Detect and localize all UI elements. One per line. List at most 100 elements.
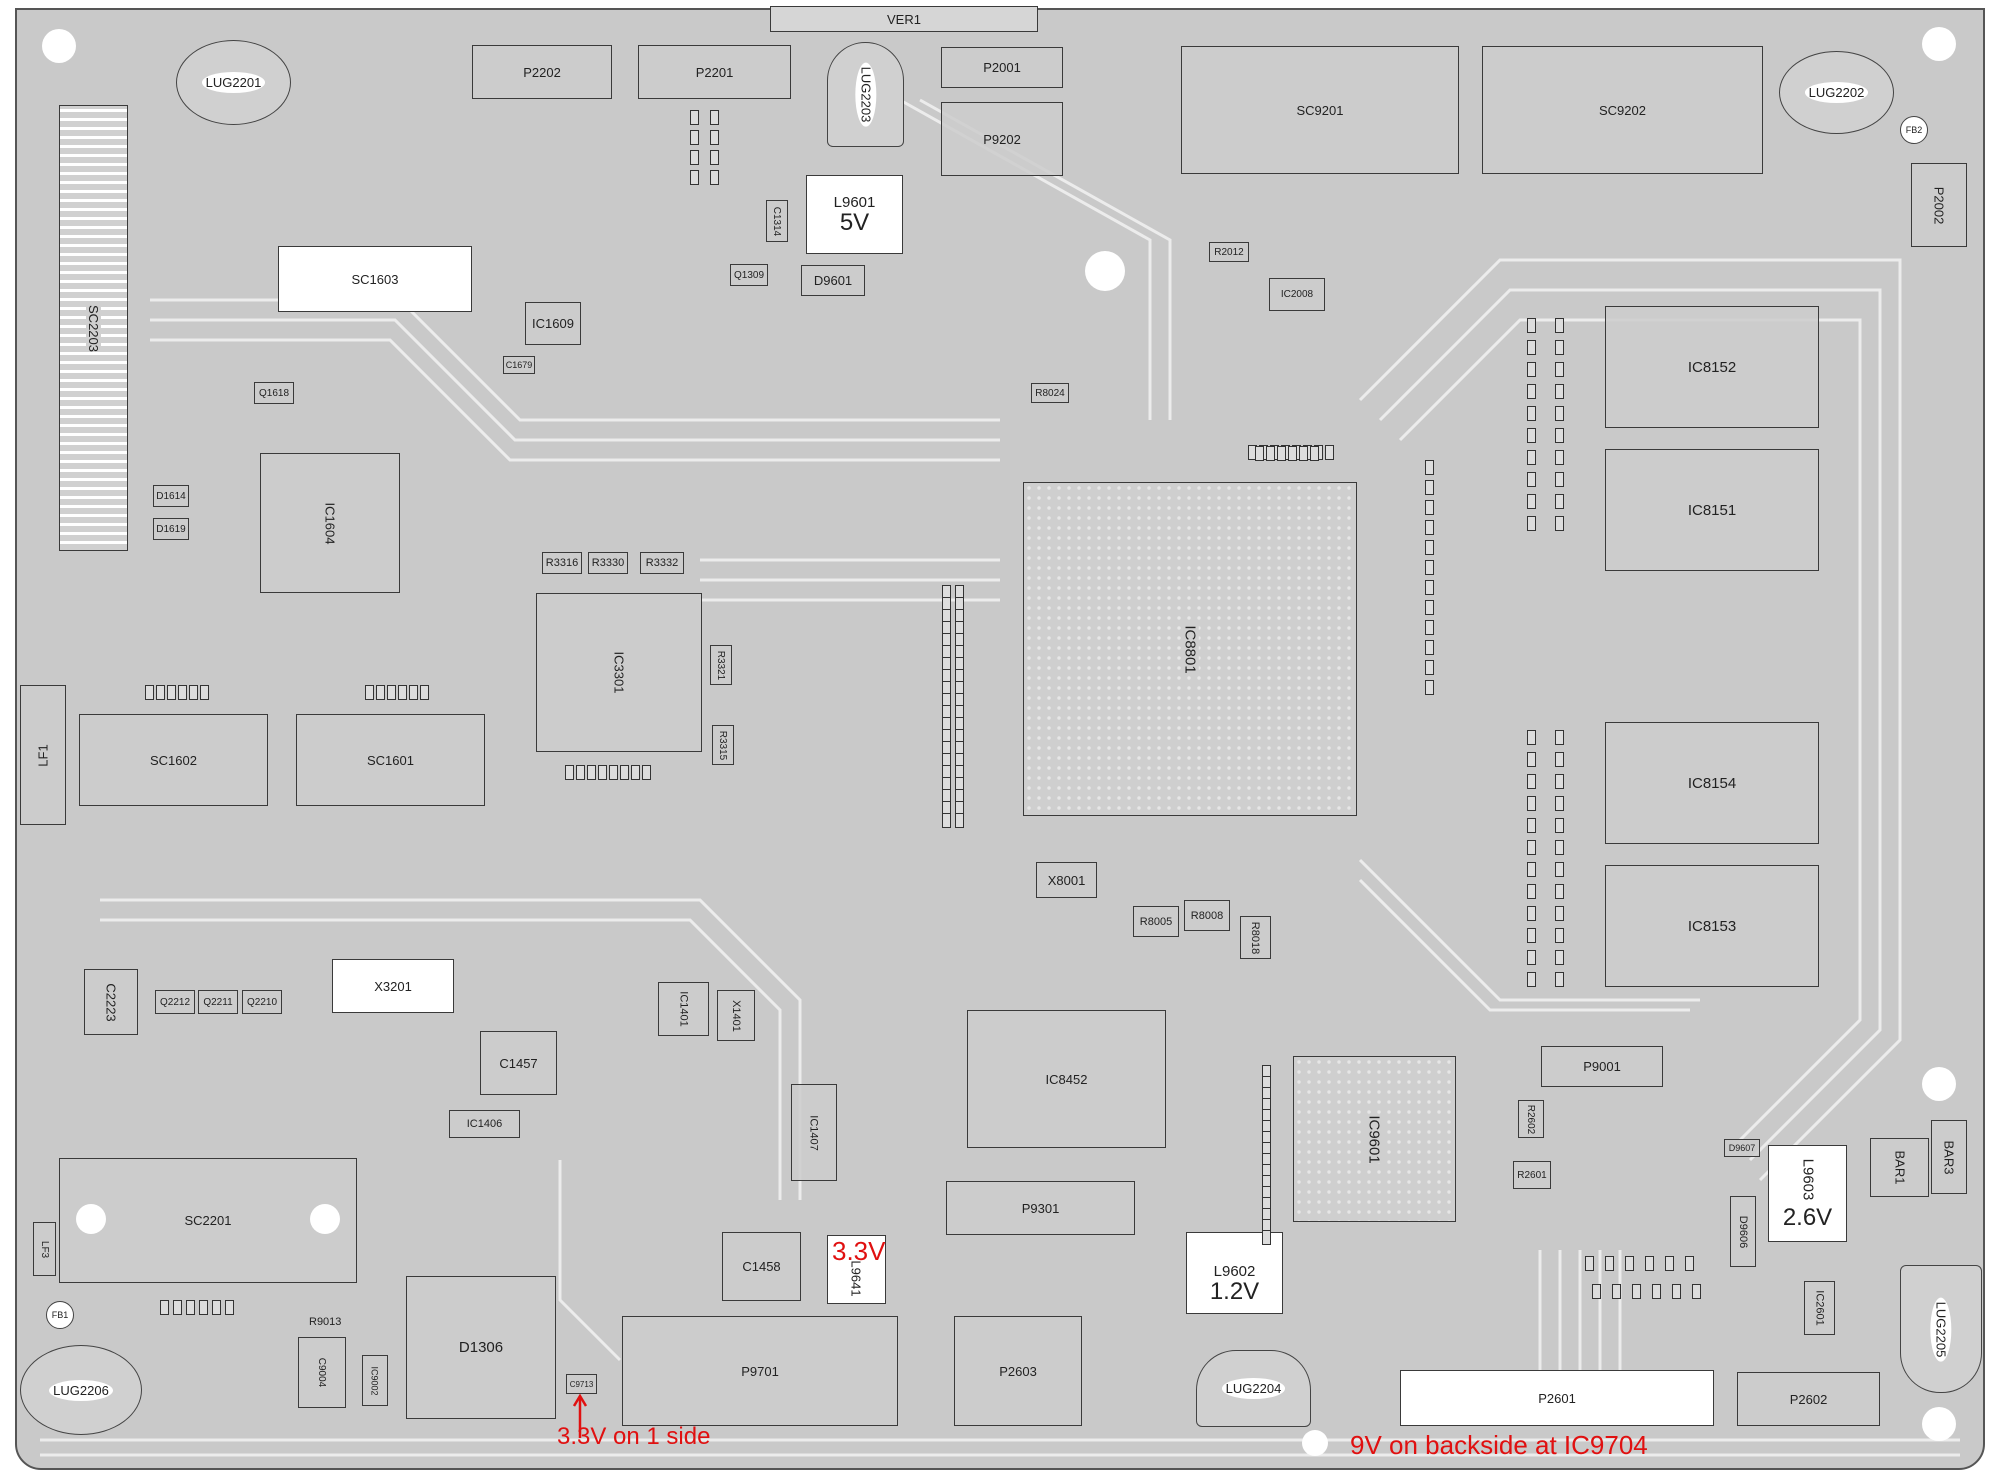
capacitor-c2223: C2223 bbox=[84, 969, 138, 1035]
component-label: IC2601 bbox=[1813, 1290, 1826, 1326]
component-label: IC9601 bbox=[1366, 1114, 1383, 1164]
mounting-hole bbox=[1085, 251, 1125, 291]
smd-part bbox=[1325, 445, 1334, 460]
smd-part bbox=[1527, 752, 1536, 767]
smd-part bbox=[1425, 680, 1434, 695]
smd-part bbox=[1645, 1256, 1654, 1271]
component-label: P9202 bbox=[983, 131, 1021, 147]
smd-part bbox=[1555, 472, 1564, 487]
lug2204: LUG2204 bbox=[1196, 1350, 1311, 1427]
smd-part bbox=[1425, 540, 1434, 555]
ver1-label: VER1 bbox=[770, 6, 1038, 32]
component-label: X1401 bbox=[730, 999, 742, 1032]
smd-part bbox=[1555, 906, 1564, 921]
component-label: X8001 bbox=[1047, 872, 1086, 888]
smd-part bbox=[1527, 818, 1536, 833]
component-label: D1614 bbox=[156, 490, 186, 502]
smd-part bbox=[1266, 446, 1275, 461]
component-label: IC8801 bbox=[1181, 624, 1199, 674]
smd-part bbox=[189, 685, 198, 700]
connector-p9202: P9202 bbox=[941, 102, 1063, 176]
ic2008: IC2008 bbox=[1269, 278, 1325, 311]
component-label: LF3 bbox=[38, 1240, 50, 1258]
component-label: R3316 bbox=[545, 557, 579, 569]
component-label: R8018 bbox=[1249, 921, 1262, 954]
smd-part bbox=[1555, 818, 1564, 833]
voltage-annotation-1v2: 1.2V bbox=[1209, 1277, 1260, 1305]
component-label: Q2212 bbox=[159, 996, 191, 1008]
smd-part bbox=[1277, 446, 1286, 461]
ic1406: IC1406 bbox=[449, 1110, 520, 1138]
smd-part bbox=[1527, 928, 1536, 943]
smd-part bbox=[609, 765, 618, 780]
filter-lf1: LF1 bbox=[20, 685, 66, 825]
smd-part bbox=[1527, 406, 1536, 421]
component-label: C9713 bbox=[569, 1379, 594, 1389]
resistor-r8008: R8008 bbox=[1184, 900, 1230, 931]
smd-part bbox=[710, 170, 719, 185]
smd-part bbox=[1425, 660, 1434, 675]
component-label: P2601 bbox=[1538, 1390, 1576, 1406]
smd-part bbox=[1555, 406, 1564, 421]
transistor-q2212: Q2212 bbox=[155, 990, 195, 1014]
component-label: R3315 bbox=[717, 730, 729, 760]
transistor-q2210: Q2210 bbox=[242, 990, 282, 1014]
component-label: P9701 bbox=[741, 1363, 779, 1379]
smd-part bbox=[1632, 1284, 1641, 1299]
smd-part bbox=[1527, 472, 1536, 487]
component-label: R8005 bbox=[1139, 915, 1173, 928]
ic9601: IC9601 bbox=[1293, 1056, 1456, 1222]
component-label: SC9202 bbox=[1599, 102, 1646, 118]
bar3: BAR3 bbox=[1931, 1120, 1967, 1194]
smd-part bbox=[1527, 384, 1536, 399]
resistor-r3330: R3330 bbox=[588, 552, 628, 574]
connector-sc1602: SC1602 bbox=[79, 714, 268, 806]
resistor-r3321: R3321 bbox=[710, 645, 732, 685]
connector-p9001: P9001 bbox=[1541, 1046, 1663, 1087]
component-label: Q2210 bbox=[246, 996, 278, 1008]
connector-p2001: P2001 bbox=[941, 47, 1063, 88]
memory-ic8154: IC8154 bbox=[1605, 722, 1819, 844]
connector-p9701: P9701 bbox=[622, 1316, 898, 1426]
smd-part bbox=[1262, 1230, 1271, 1245]
component-label: P2602 bbox=[1789, 1391, 1828, 1407]
smd-part bbox=[1685, 1256, 1694, 1271]
filter-lf3: LF3 bbox=[33, 1222, 56, 1276]
smd-part bbox=[1555, 928, 1564, 943]
smd-part bbox=[376, 685, 385, 700]
component-label: LUG2203 bbox=[855, 62, 876, 127]
smd-part bbox=[710, 150, 719, 165]
smd-part bbox=[1527, 950, 1536, 965]
connector-sc9201: SC9201 bbox=[1181, 46, 1459, 174]
smd-part bbox=[199, 1300, 208, 1315]
component-label: LUG2202 bbox=[1804, 82, 1869, 103]
smd-part bbox=[1555, 840, 1564, 855]
smd-part bbox=[710, 110, 719, 125]
smd-part bbox=[1527, 362, 1536, 377]
ic8452: IC8452 bbox=[967, 1010, 1166, 1148]
component-label: BAR3 bbox=[1941, 1140, 1957, 1174]
connector-p2202: P2202 bbox=[472, 45, 612, 99]
component-label: D1619 bbox=[156, 523, 186, 535]
smd-part bbox=[598, 765, 607, 780]
ic1609: IC1609 bbox=[525, 302, 581, 345]
component-label: R3332 bbox=[645, 557, 679, 569]
smd-part bbox=[576, 765, 585, 780]
mounting-hole bbox=[1922, 1067, 1956, 1101]
smd-part bbox=[409, 685, 418, 700]
connector-p2002: P2002 bbox=[1911, 163, 1967, 247]
smd-part bbox=[1555, 450, 1564, 465]
smd-part bbox=[145, 685, 154, 700]
component-label: L9602 bbox=[1213, 1262, 1256, 1280]
smd-part bbox=[690, 110, 699, 125]
smd-part bbox=[1692, 1284, 1701, 1299]
smd-part bbox=[1555, 862, 1564, 877]
crystal-x1401: X1401 bbox=[717, 990, 755, 1041]
connector-p9301: P9301 bbox=[946, 1181, 1135, 1235]
smd-part bbox=[387, 685, 396, 700]
component-label: P2001 bbox=[983, 60, 1021, 75]
ic9002: IC9002 bbox=[362, 1355, 388, 1406]
mounting-hole bbox=[1922, 27, 1956, 61]
diode-d9606: D9606 bbox=[1730, 1196, 1756, 1267]
